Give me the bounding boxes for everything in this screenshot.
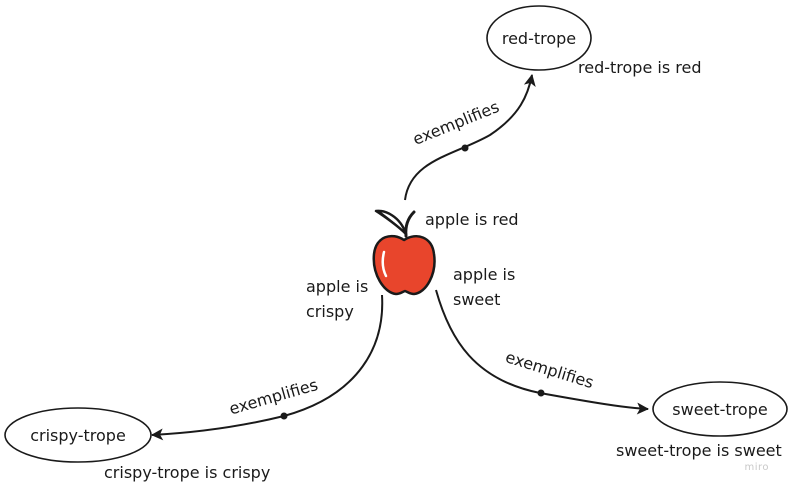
node-red-trope[interactable]: red-trope xyxy=(486,5,592,71)
edge-dot xyxy=(280,412,288,420)
edge-to-sweet-trope[interactable] xyxy=(435,289,649,415)
caption-crispy-trope: crispy-trope is crispy xyxy=(104,463,270,482)
edge-label-crispy: exemplifies xyxy=(227,375,320,418)
node-label-crispy-trope: crispy-trope xyxy=(30,426,126,445)
edge-dot xyxy=(461,144,469,152)
edge-to-red-trope[interactable] xyxy=(404,74,536,201)
caption-sweet-trope: sweet-trope is sweet xyxy=(616,441,782,460)
caption-apple-crispy-line2: crispy xyxy=(306,302,354,321)
edge-dot xyxy=(537,389,545,397)
node-sweet-trope[interactable]: sweet-trope xyxy=(652,381,788,437)
edge-label-red: exemplifies xyxy=(410,97,502,149)
miro-watermark: miro xyxy=(744,462,769,473)
edge-to-crispy-trope[interactable] xyxy=(151,294,384,441)
caption-apple-sweet-line2: sweet xyxy=(453,290,500,309)
caption-red-trope: red-trope is red xyxy=(578,58,701,77)
caption-apple-crispy-line1: apple is xyxy=(306,277,368,296)
apple-icon[interactable] xyxy=(372,209,436,296)
node-label-sweet-trope: sweet-trope xyxy=(672,400,767,419)
edge-label-sweet: exemplifies xyxy=(503,347,596,392)
node-crispy-trope[interactable]: crispy-trope xyxy=(4,407,152,463)
node-label-red-trope: red-trope xyxy=(502,29,576,48)
caption-apple-sweet-line1: apple is xyxy=(453,265,515,284)
caption-apple-red: apple is red xyxy=(425,210,519,229)
